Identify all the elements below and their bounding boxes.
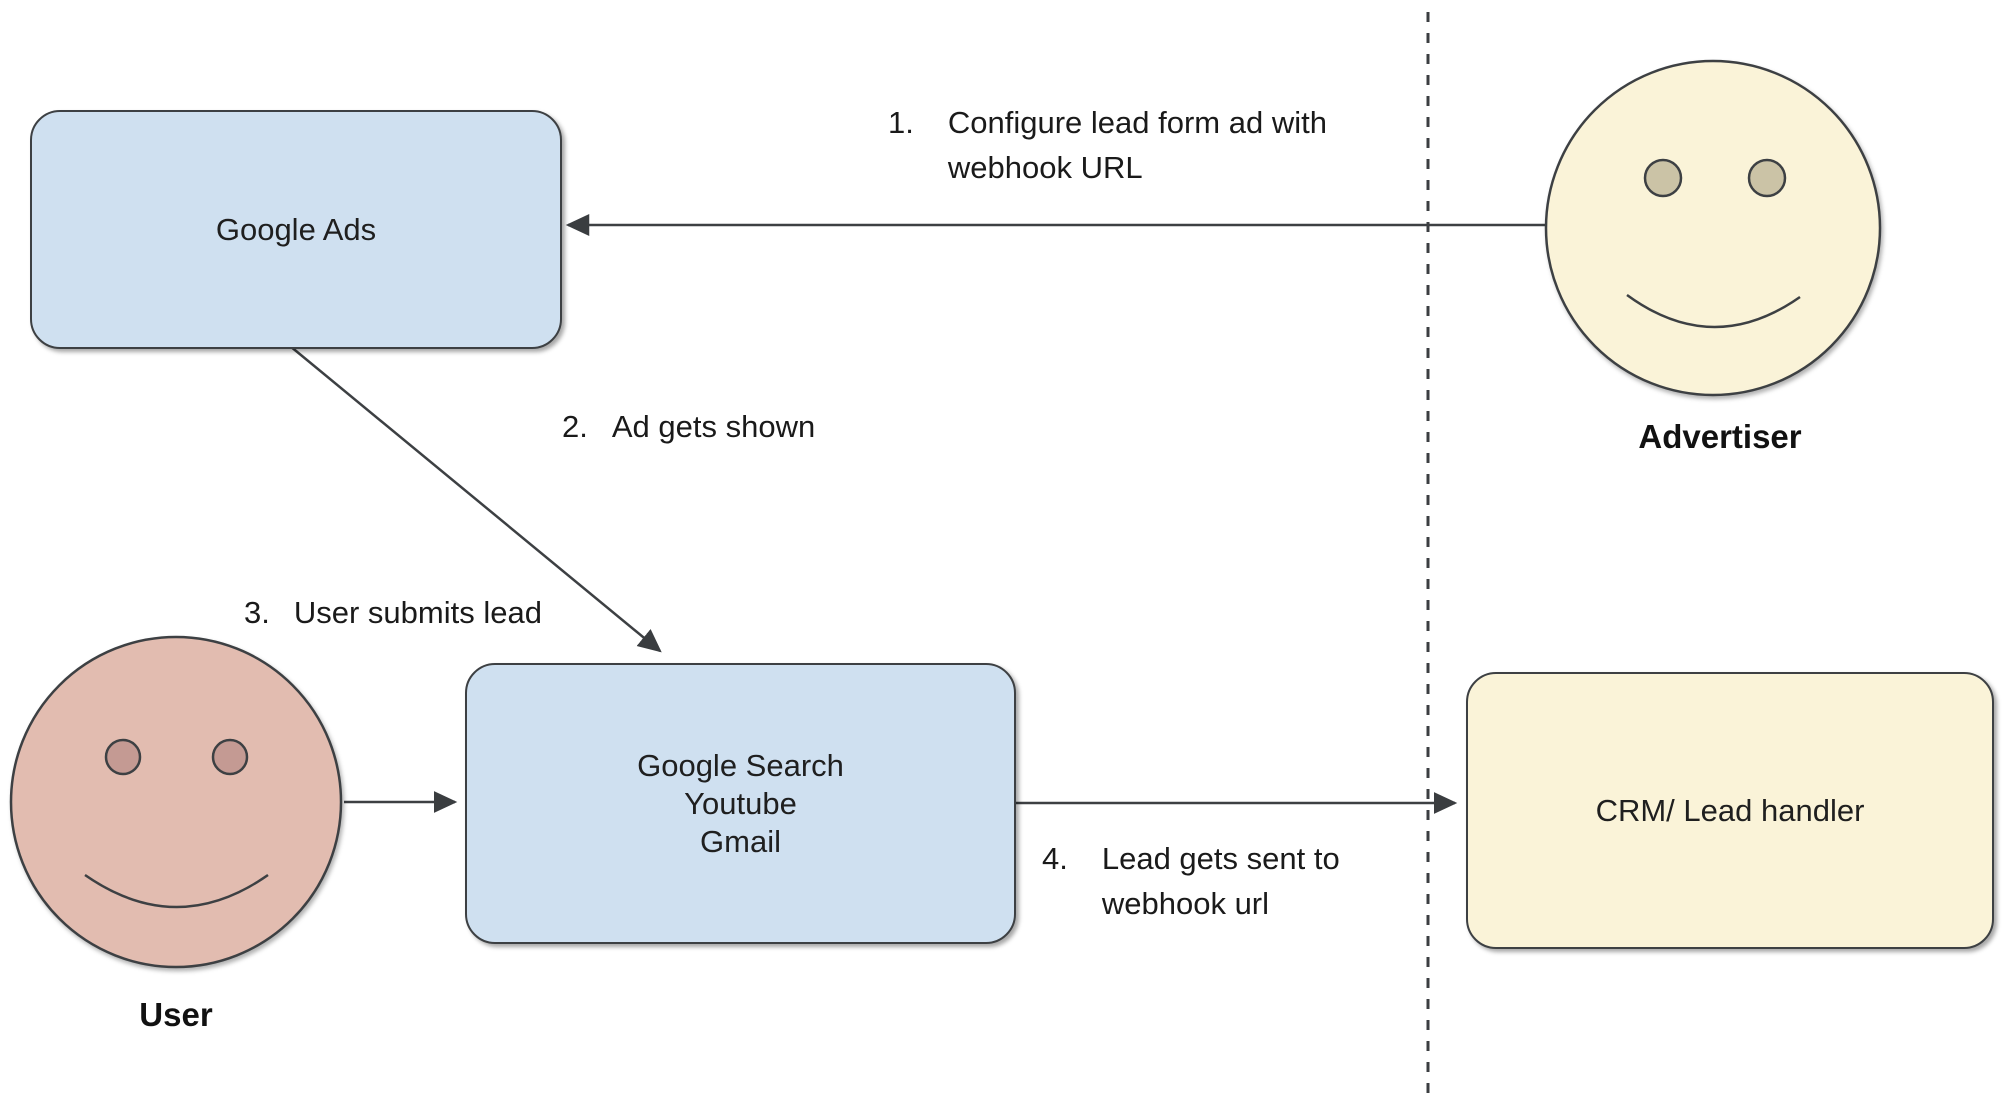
surface-line-gmail: Gmail [700, 823, 781, 859]
user-label: User [139, 996, 213, 1033]
step3-text: User submits lead [293, 595, 542, 630]
crm-lead-handler-node: CRM/ Lead handler [1466, 672, 1994, 949]
surface-line-youtube: Youtube [684, 785, 797, 821]
step2-number: 2. [562, 409, 588, 444]
user-head [9, 635, 343, 969]
step4-text-line2: webhook url [1101, 886, 1270, 921]
step1-text-line2: webhook URL [947, 150, 1143, 185]
step4-number: 4. [1042, 841, 1068, 876]
user-right-eye-icon [211, 738, 249, 776]
step2-annotation: 2. Ad gets shown [562, 404, 815, 449]
step3-number: 3. [244, 595, 270, 630]
advertiser-face-icon [1544, 59, 1882, 397]
advertiser-left-eye-icon [1643, 158, 1683, 198]
advertiser-label: Advertiser [1638, 418, 1802, 455]
advertiser-right-eye-icon [1747, 158, 1787, 198]
step4-text-line1: Lead gets sent to [1101, 841, 1340, 876]
step2-text: Ad gets shown [611, 409, 816, 444]
step1-annotation: 1. Configure lead form ad with webhook U… [888, 100, 1327, 190]
step1-text-line1: Configure lead form ad with [947, 105, 1327, 140]
step1-number: 1. [888, 105, 914, 140]
google-ads-node: Google Ads [30, 110, 562, 349]
google-ads-label: Google Ads [215, 211, 377, 247]
step3-annotation: 3. User submits lead [244, 590, 542, 635]
user-smile-icon [84, 873, 269, 909]
google-surfaces-node: Google Search Youtube Gmail [465, 663, 1016, 944]
advertiser-head [1544, 59, 1882, 397]
advertiser-smile-icon [1626, 293, 1801, 329]
user-face-icon [9, 635, 343, 969]
surface-line-search: Google Search [637, 747, 844, 783]
user-left-eye-icon [104, 738, 142, 776]
step4-annotation: 4. Lead gets sent to webhook url [1042, 836, 1340, 926]
crm-label: CRM/ Lead handler [1595, 792, 1865, 828]
